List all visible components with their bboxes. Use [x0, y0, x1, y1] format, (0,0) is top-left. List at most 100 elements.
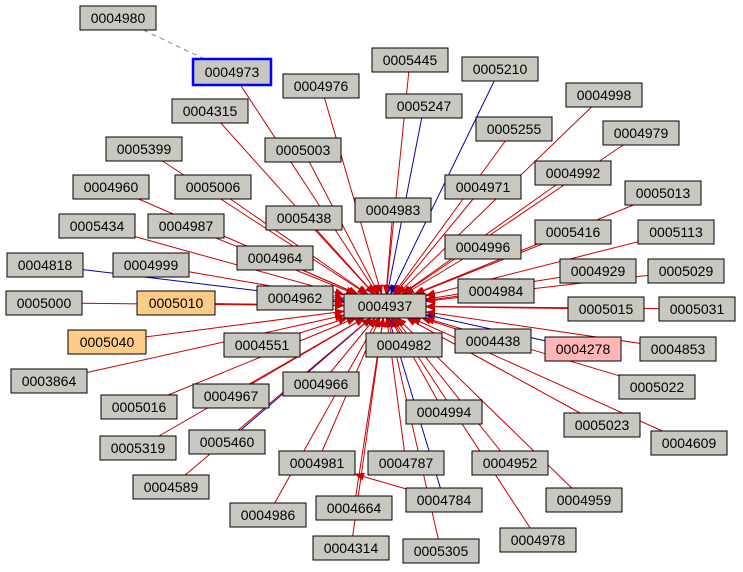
node-box[interactable] — [559, 258, 637, 284]
node-box[interactable] — [618, 374, 696, 400]
node-box[interactable] — [637, 219, 715, 245]
node-box[interactable] — [658, 296, 736, 322]
node-0004589[interactable]: 0004589 — [132, 474, 210, 500]
node-0005022[interactable]: 0005022 — [618, 374, 696, 400]
node-0004994[interactable]: 0004994 — [405, 399, 483, 425]
node-0005399[interactable]: 0005399 — [105, 136, 183, 162]
node-0004609[interactable]: 0004609 — [650, 430, 728, 456]
node-box[interactable] — [499, 527, 577, 553]
node-0004980[interactable]: 0004980 — [79, 5, 157, 31]
node-0004278[interactable]: 0004278 — [544, 336, 622, 362]
node-box[interactable] — [461, 56, 539, 82]
node-0005015[interactable]: 0005015 — [567, 296, 645, 322]
node-box[interactable] — [343, 293, 427, 319]
node-0005113[interactable]: 0005113 — [637, 219, 715, 245]
node-0004959[interactable]: 0004959 — [545, 487, 623, 513]
node-0004664[interactable]: 0004664 — [315, 495, 393, 521]
node-0005460[interactable]: 0005460 — [188, 429, 266, 455]
node-0004996[interactable]: 0004996 — [444, 234, 522, 260]
node-box[interactable] — [236, 245, 314, 271]
node-box[interactable] — [444, 174, 522, 200]
node-0004960[interactable]: 0004960 — [72, 174, 150, 200]
node-box[interactable] — [188, 429, 266, 455]
node-box[interactable] — [191, 57, 273, 87]
node-box[interactable] — [229, 502, 307, 528]
node-0005210[interactable]: 0005210 — [461, 56, 539, 82]
node-box[interactable] — [475, 116, 553, 142]
node-0004964[interactable]: 0004964 — [236, 245, 314, 271]
node-box[interactable] — [223, 332, 301, 358]
node-box[interactable] — [58, 213, 136, 239]
node-0005023[interactable]: 0005023 — [563, 412, 641, 438]
node-0005016[interactable]: 0005016 — [100, 394, 178, 420]
node-0004971[interactable]: 0004971 — [444, 174, 522, 200]
node-box[interactable] — [545, 487, 623, 513]
node-box[interactable] — [315, 495, 393, 521]
node-0004787[interactable]: 0004787 — [367, 450, 445, 476]
node-box[interactable] — [174, 174, 252, 200]
node-box[interactable] — [567, 296, 645, 322]
node-0004929[interactable]: 0004929 — [559, 258, 637, 284]
node-box[interactable] — [147, 213, 225, 239]
node-0005031[interactable]: 0005031 — [658, 296, 736, 322]
node-0005006[interactable]: 0005006 — [174, 174, 252, 200]
node-0005319[interactable]: 0005319 — [99, 435, 177, 461]
node-0005029[interactable]: 0005029 — [647, 258, 725, 284]
node-box[interactable] — [365, 332, 443, 358]
node-box[interactable] — [312, 535, 390, 561]
node-box[interactable] — [100, 394, 178, 420]
node-0005010[interactable]: 0005010 — [136, 290, 216, 316]
node-box[interactable] — [457, 278, 535, 304]
node-box[interactable] — [563, 412, 641, 438]
node-box[interactable] — [105, 136, 183, 162]
node-box[interactable] — [136, 290, 216, 316]
node-0004818[interactable]: 0004818 — [6, 252, 84, 278]
node-box[interactable] — [639, 336, 717, 362]
node-box[interactable] — [282, 371, 360, 397]
node-box[interactable] — [265, 205, 343, 231]
node-box[interactable] — [602, 120, 680, 146]
node-box[interactable] — [282, 73, 360, 99]
node-box[interactable] — [112, 252, 190, 278]
node-box[interactable] — [405, 487, 483, 513]
node-0004966[interactable]: 0004966 — [282, 371, 360, 397]
node-0004962[interactable]: 0004962 — [256, 285, 334, 311]
node-box[interactable] — [264, 137, 342, 163]
node-0005445[interactable]: 0005445 — [371, 47, 449, 73]
node-0004992[interactable]: 0004992 — [534, 160, 612, 186]
node-box[interactable] — [534, 219, 612, 245]
node-box[interactable] — [5, 290, 83, 316]
node-0005438[interactable]: 0005438 — [265, 205, 343, 231]
node-0004979[interactable]: 0004979 — [602, 120, 680, 146]
node-0004784[interactable]: 0004784 — [405, 487, 483, 513]
node-0005000[interactable]: 0005000 — [5, 290, 83, 316]
node-0004982[interactable]: 0004982 — [365, 332, 443, 358]
node-box[interactable] — [171, 98, 249, 124]
node-box[interactable] — [256, 285, 334, 311]
node-0004314[interactable]: 0004314 — [312, 535, 390, 561]
node-0005255[interactable]: 0005255 — [475, 116, 553, 142]
node-box[interactable] — [10, 368, 88, 394]
node-0004983[interactable]: 0004983 — [354, 197, 432, 223]
node-0005003[interactable]: 0005003 — [264, 137, 342, 163]
node-box[interactable] — [544, 336, 622, 362]
node-box[interactable] — [444, 234, 522, 260]
node-box[interactable] — [371, 47, 449, 73]
node-box[interactable] — [67, 329, 147, 355]
node-box[interactable] — [471, 450, 549, 476]
node-0004973[interactable]: 0004973 — [191, 57, 273, 87]
node-box[interactable] — [79, 5, 157, 31]
node-0004999[interactable]: 0004999 — [112, 252, 190, 278]
node-box[interactable] — [354, 197, 432, 223]
node-box[interactable] — [367, 450, 445, 476]
node-box[interactable] — [278, 450, 356, 476]
node-0004978[interactable]: 0004978 — [499, 527, 577, 553]
node-0004998[interactable]: 0004998 — [565, 82, 643, 108]
node-0004981[interactable]: 0004981 — [278, 450, 356, 476]
node-box[interactable] — [405, 399, 483, 425]
node-0005305[interactable]: 0005305 — [402, 538, 480, 564]
node-box[interactable] — [385, 93, 463, 119]
node-box[interactable] — [132, 474, 210, 500]
node-box[interactable] — [402, 538, 480, 564]
node-box[interactable] — [565, 82, 643, 108]
